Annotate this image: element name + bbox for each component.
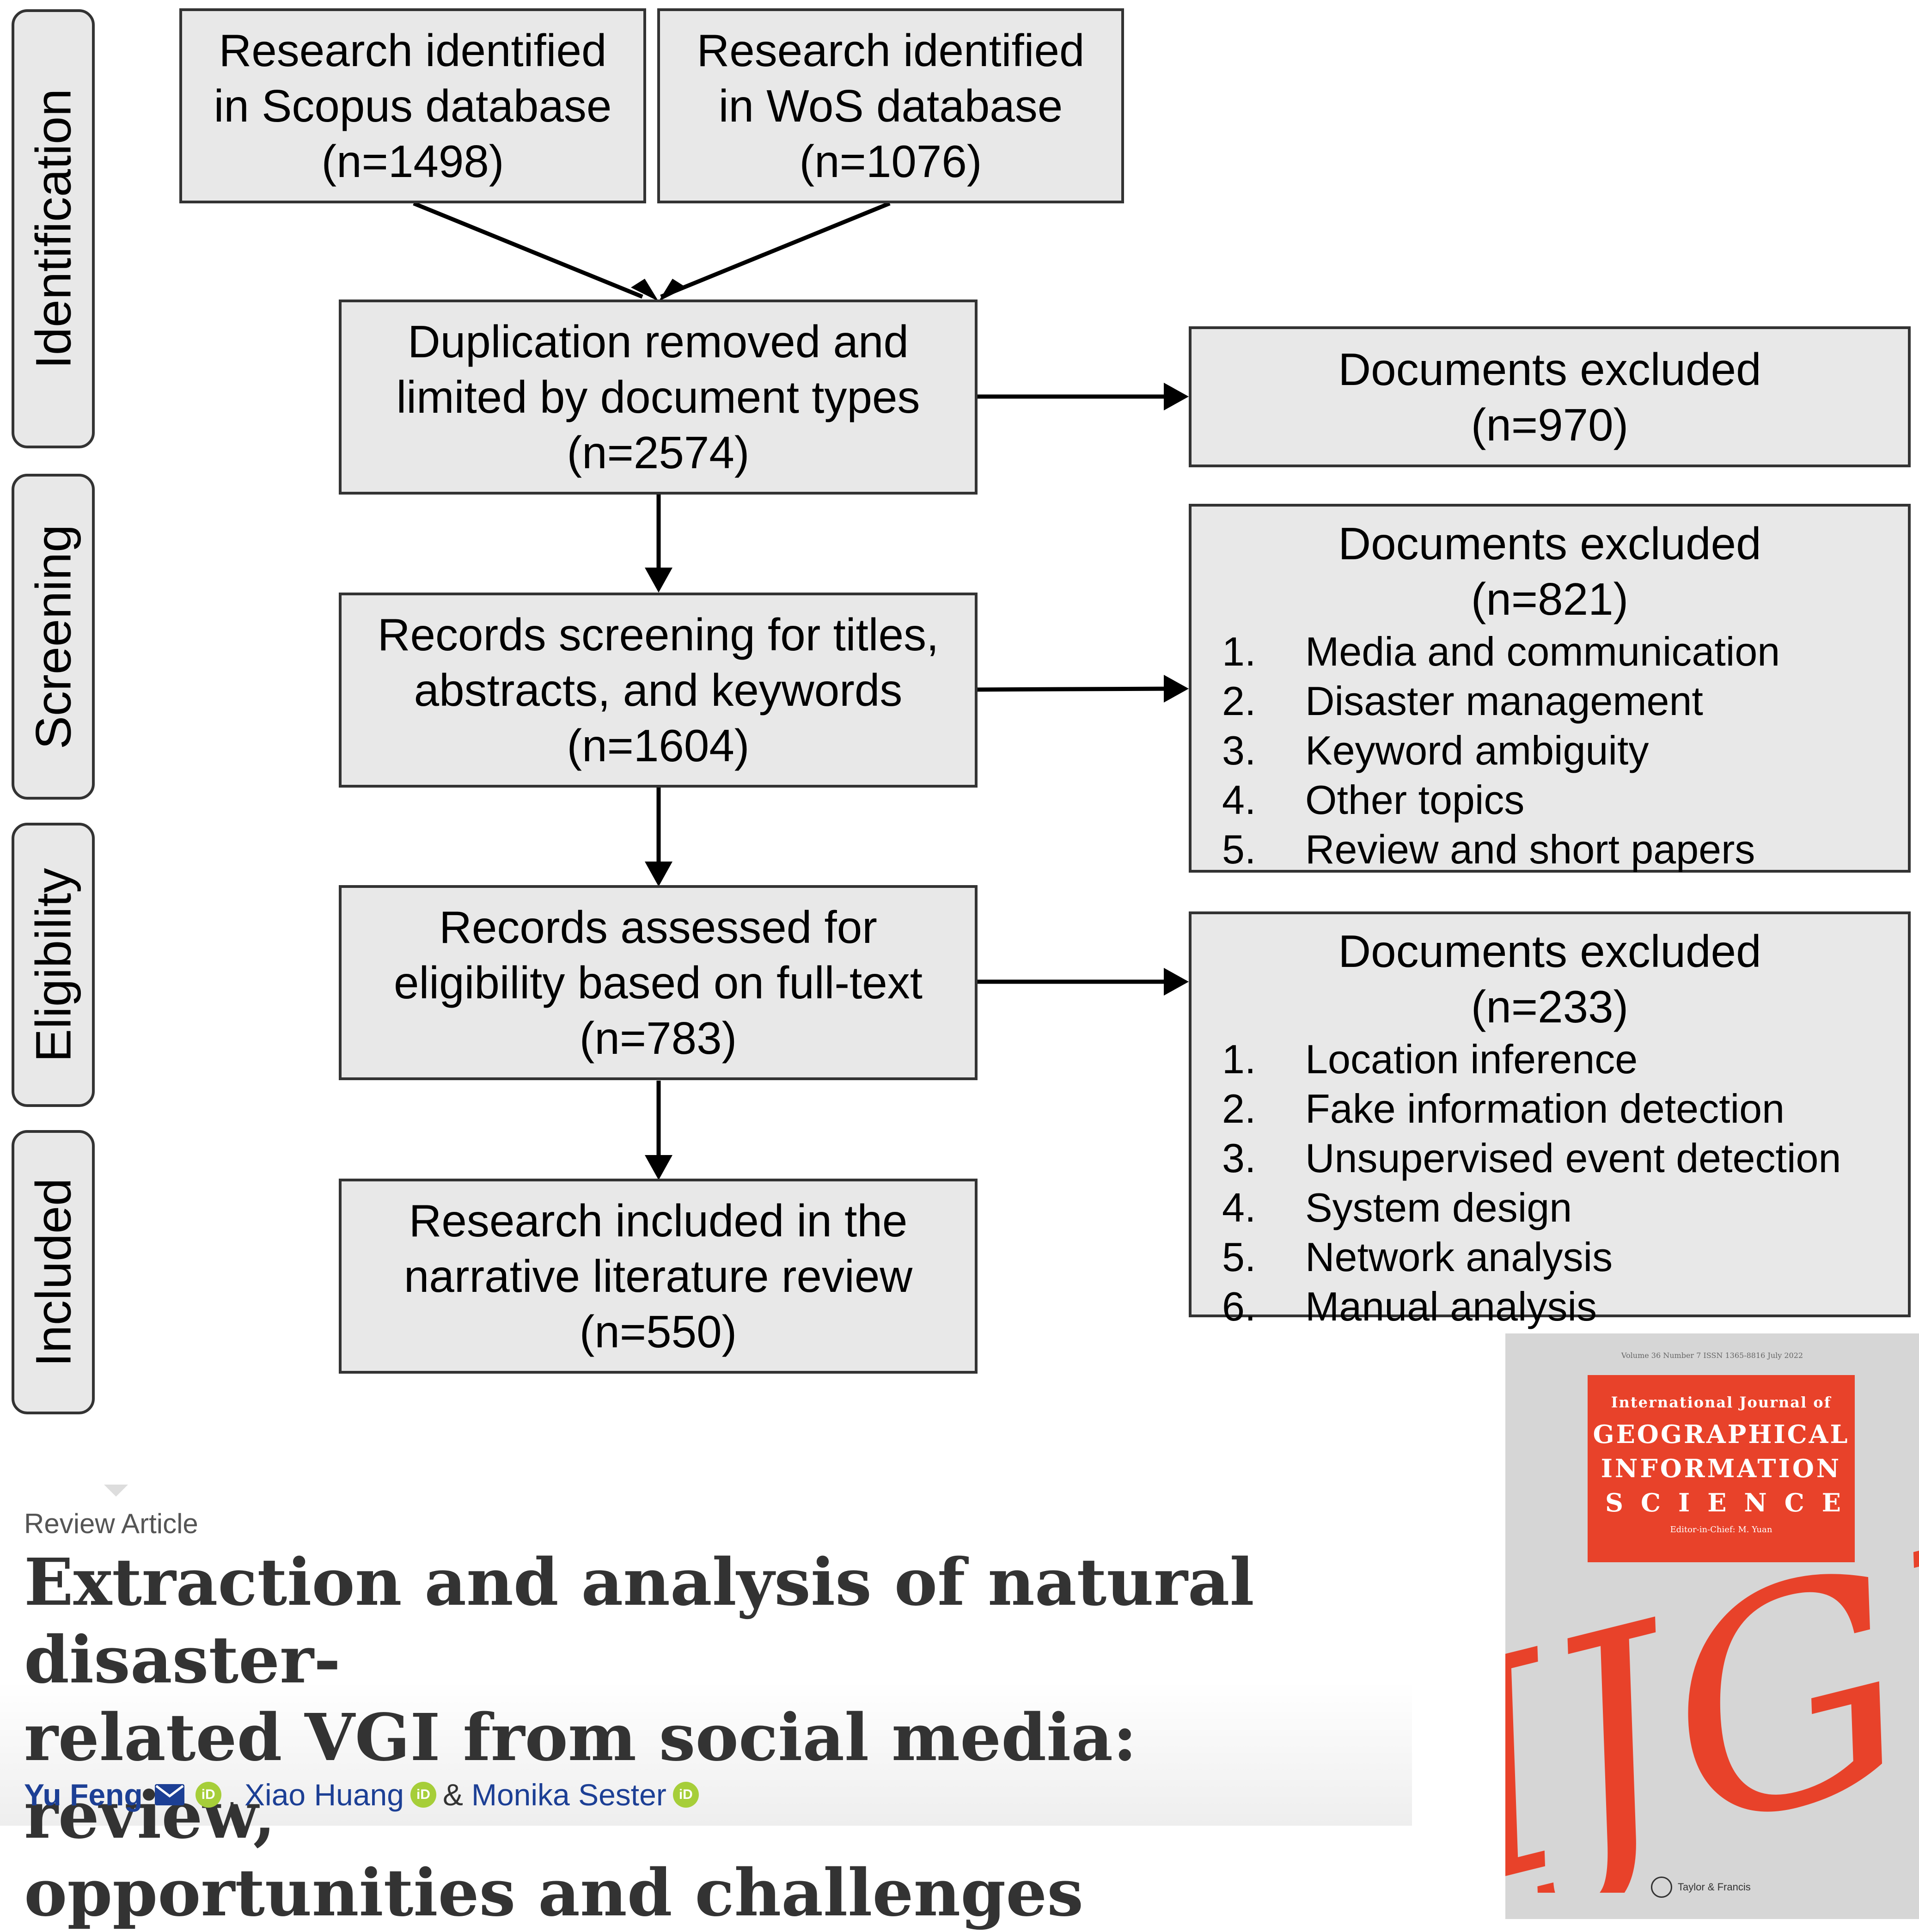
list-item: 1.Media and communication	[1222, 629, 1780, 674]
exclusion-reasons-list: 1.Media and communication 2.Disaster man…	[1192, 627, 1908, 874]
arrowhead	[1164, 968, 1189, 996]
list-item: 2.Fake information detection	[1222, 1086, 1785, 1131]
list-item: 4.System design	[1222, 1185, 1572, 1230]
envelope-icon[interactable]	[154, 1777, 184, 1812]
orcid-icon[interactable]: iD	[410, 1782, 436, 1808]
box-screening: Records screening for titles, abstracts,…	[339, 593, 978, 788]
arrowhead	[645, 862, 672, 887]
author-link[interactable]: Xiao Huang	[244, 1778, 404, 1812]
arrowhead	[659, 279, 686, 301]
stage-identification: Identification	[12, 9, 95, 448]
list-item: 5.Network analysis	[1222, 1234, 1613, 1280]
list-item: 6.Manual analysis	[1222, 1284, 1597, 1329]
box-excluded-eligibility: Documents excluded (n=233) 1.Location in…	[1189, 911, 1911, 1329]
arrowhead	[631, 279, 659, 301]
box-excluded-screening: Documents excluded (n=821) 1.Media and c…	[1189, 504, 1911, 873]
arrowhead	[1164, 675, 1189, 703]
list-item: 1.Location inference	[1222, 1036, 1638, 1082]
cover-title-panel: International Journal of GEOGRAPHICAL IN…	[1588, 1375, 1855, 1562]
list-item: 3.Keyword ambiguity	[1222, 728, 1649, 773]
caret-icon	[104, 1485, 128, 1497]
author-list: Yu Feng iD , Xiao Huang iD & Monika Sest…	[24, 1777, 705, 1812]
box-eligibility: Records assessed for eligibility based o…	[339, 885, 978, 1080]
author-link[interactable]: Yu Feng	[24, 1778, 143, 1812]
arrow-screen-ex2	[976, 686, 1172, 692]
arrow-wos-dedup	[660, 201, 891, 299]
list-item: 5.Review and short papers	[1222, 826, 1755, 872]
arrowhead	[645, 568, 672, 593]
author-link[interactable]: Monika Sester	[471, 1778, 666, 1812]
arrowhead	[645, 1155, 672, 1180]
article-title[interactable]: Extraction and analysis of natural disas…	[24, 1545, 1254, 1931]
box-included: Research included in the narrative liter…	[339, 1179, 978, 1374]
publisher-logo: Taylor & Francis	[1651, 1877, 1751, 1898]
stage-screening: Screening	[12, 474, 95, 800]
box-excluded-duplicates: Documents excluded (n=970)	[1189, 326, 1911, 467]
list-item: 2.Disaster management	[1222, 678, 1703, 724]
list-item: 4.Other topics	[1222, 777, 1525, 823]
stage-eligibility: Eligibility	[12, 823, 95, 1107]
article-type-label: Review Article	[24, 1508, 198, 1539]
flow-arrows	[413, 201, 1189, 1180]
box-deduplication: Duplication removed and limited by docum…	[339, 300, 978, 495]
arrow-scopus-dedup	[413, 201, 643, 299]
list-item: 3.Unsupervised event detection	[1222, 1135, 1841, 1181]
cover-meta: Volume 36 Number 7 ISSN 1365-8816 July 2…	[1621, 1351, 1803, 1360]
orcid-icon[interactable]: iD	[195, 1782, 221, 1808]
ijgis-logo: IJGIS	[1505, 1532, 1919, 1893]
box-wos: Research identified in WoS database (n=1…	[657, 8, 1124, 203]
exclusion-reasons-list: 1.Location inference 2.Fake information …	[1192, 1034, 1908, 1331]
stage-included: Included	[12, 1130, 95, 1414]
journal-cover[interactable]: Volume 36 Number 7 ISSN 1365-8816 July 2…	[1505, 1333, 1919, 1919]
author-separator: &	[442, 1778, 463, 1812]
svg-text:IJGIS: IJGIS	[1505, 1532, 1919, 1893]
article-header-background	[0, 1507, 1412, 1826]
publisher-seal-icon	[1651, 1877, 1672, 1898]
arrowhead	[1164, 383, 1189, 410]
author-separator: ,	[227, 1778, 237, 1812]
orcid-icon[interactable]: iD	[672, 1782, 699, 1808]
box-scopus: Research identified in Scopus database (…	[179, 8, 646, 203]
